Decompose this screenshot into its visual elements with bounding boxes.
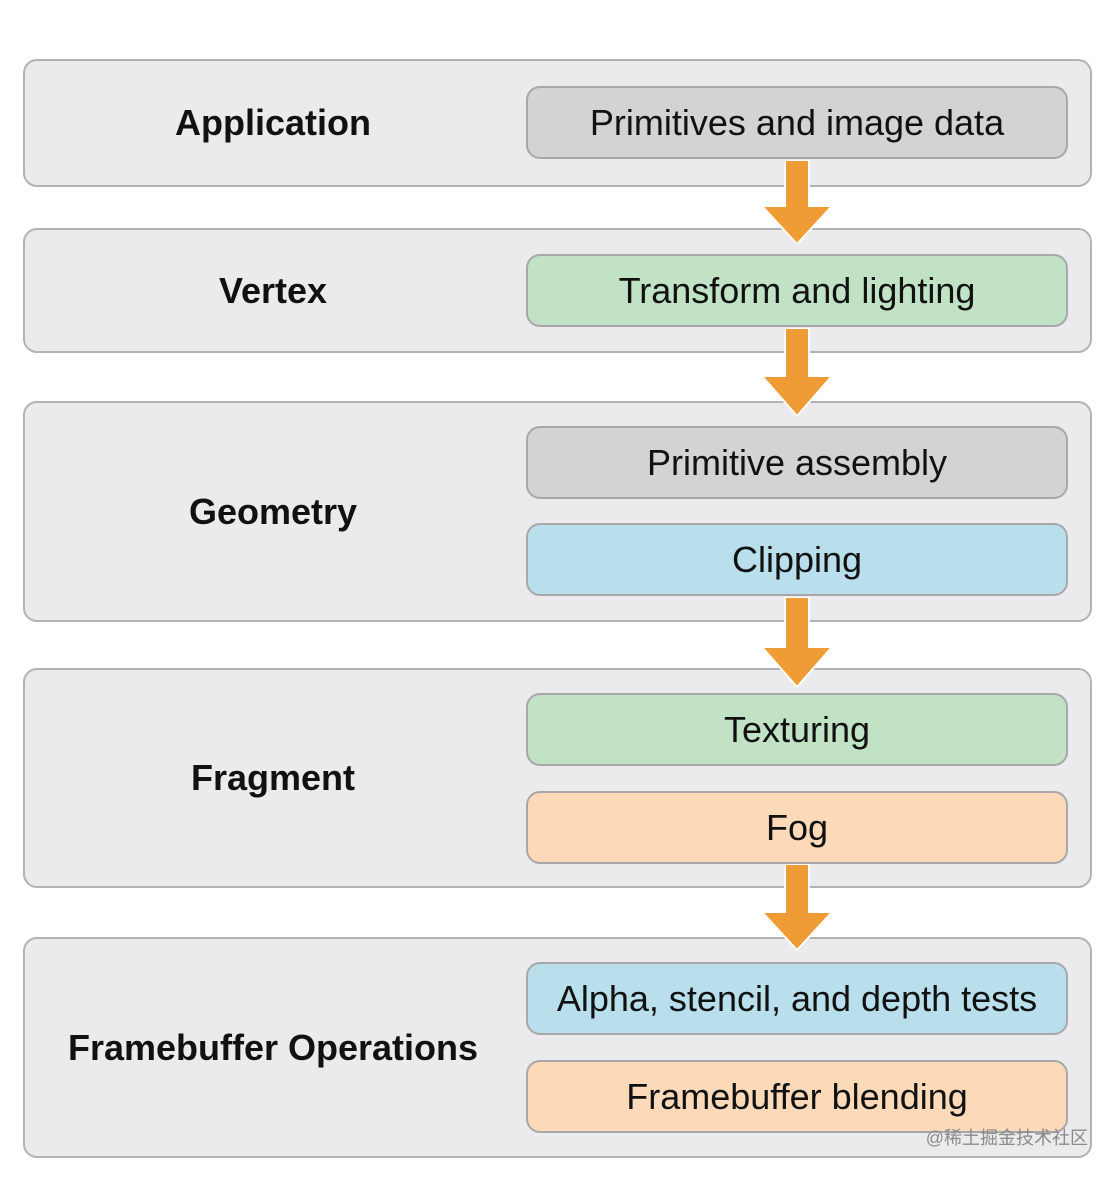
watermark: @稀土掘金技术社区 — [925, 1128, 1088, 1148]
step-transform-and-lighting: Transform and lighting — [526, 254, 1068, 327]
down-arrow-icon — [762, 160, 832, 244]
step-framebuffer-blending: Framebuffer blending — [526, 1060, 1068, 1133]
step-primitives-and-image-data: Primitives and image data — [526, 86, 1068, 159]
stage-label: Framebuffer Operations — [67, 1026, 479, 1068]
stage-label: Fragment — [190, 757, 356, 798]
down-arrow-icon — [762, 597, 832, 687]
stage-label: Geometry — [188, 490, 358, 532]
stage-label: Vertex — [218, 269, 328, 311]
stage-label: Application — [175, 102, 371, 143]
step-fog: Fog — [526, 791, 1068, 864]
down-arrow-icon — [762, 328, 832, 416]
step-clipping: Clipping — [526, 523, 1068, 596]
step-alpha-stencil-depth-tests: Alpha, stencil, and depth tests — [526, 962, 1068, 1035]
down-arrow-icon — [762, 864, 832, 950]
step-primitive-assembly: Primitive assembly — [526, 426, 1068, 499]
step-texturing: Texturing — [526, 693, 1068, 766]
